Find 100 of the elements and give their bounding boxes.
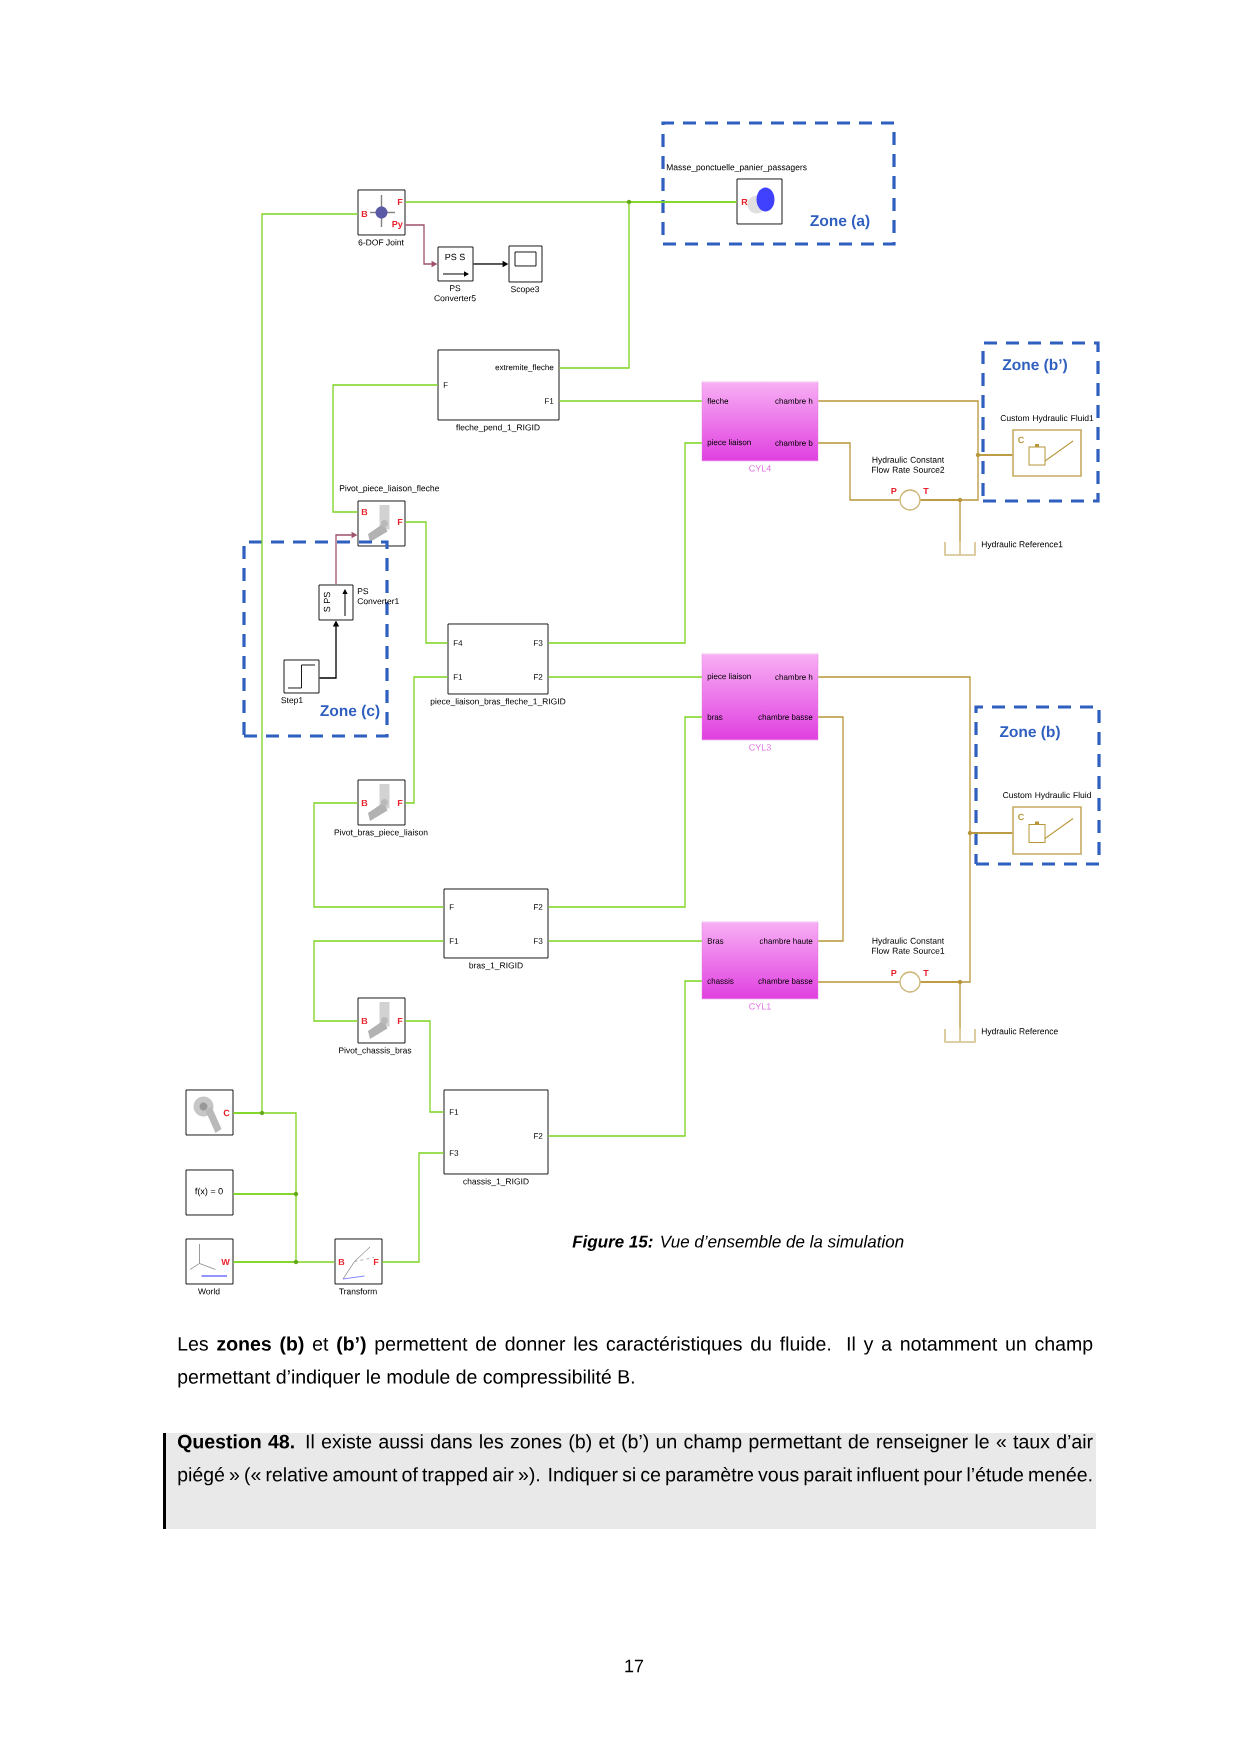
block-label: World	[198, 1288, 220, 1295]
port-label: chambre basse	[758, 714, 813, 720]
connector-line	[817, 442, 900, 501]
port-letter: F	[397, 198, 403, 206]
port-letter: B	[361, 799, 368, 807]
block-label: fleche_pend_1_RIGID	[456, 424, 540, 433]
connector-line	[817, 981, 900, 983]
port-letter: F	[397, 799, 403, 807]
port-label: F	[443, 382, 448, 388]
port-label: fleche	[707, 398, 729, 404]
port-label: piece liaison	[707, 673, 751, 681]
paragraph: Les zones (b) et (b’) permettent de donner les caractéristiques du fluide. Il y a notamment un champ permettant d’indiquer le module de compressibilité B.	[178, 1336, 1093, 1388]
block-label: chassis_1_RIGID	[463, 1178, 529, 1187]
block-label: Step1	[281, 697, 303, 705]
block-label: Pivot_piece_liaison_fleche	[339, 485, 439, 493]
block-label: CYL3	[749, 744, 771, 751]
block-label: Hydraulic Reference1	[981, 541, 1063, 549]
zone-label: Zone (c)	[320, 704, 380, 720]
connector-line	[404, 1020, 445, 1113]
port-letter: R	[741, 198, 748, 206]
block-label: PS Converter1	[357, 588, 399, 605]
block-label: Custom Hydraulic Fluid1	[1000, 414, 1094, 423]
port-label: F1	[453, 674, 463, 680]
port-letter: Py	[392, 220, 403, 229]
connector-line	[547, 716, 703, 908]
port-letter: B	[361, 210, 368, 218]
port-label: F1	[449, 938, 459, 944]
connector-line	[332, 384, 439, 513]
connector-line	[558, 400, 703, 402]
port-letter: P	[891, 969, 897, 977]
block-label: Hydraulic Constant Flow Rate Source2	[872, 456, 945, 473]
port-letter: F	[397, 1017, 403, 1025]
icon-text: S PS	[323, 592, 331, 612]
block-label: Scope3	[511, 286, 540, 294]
block-label: 6-DOF Joint	[358, 239, 404, 246]
connector-line	[547, 442, 703, 644]
caption: Figure 15: Vue d’ensemble de la simulation	[572, 1235, 904, 1251]
port-label: Bras	[707, 938, 724, 944]
zone-label: Zone (b’)	[1002, 358, 1067, 374]
block-label: Masse_ponctuelle_panier_passagers	[666, 164, 807, 172]
connector-line	[404, 521, 449, 644]
zone-label: Zone (a)	[810, 214, 870, 230]
block-label: PS Converter5	[434, 285, 476, 302]
block-label: CYL1	[749, 1003, 771, 1010]
block-label: bras_1_RIGID	[469, 962, 523, 971]
port-label: extremite_fleche	[495, 364, 554, 372]
port-label: F1	[449, 1109, 459, 1115]
port-letter: W	[221, 1258, 230, 1266]
zone-label: Zone (b)	[999, 725, 1060, 741]
question-box: Question 48. Il existe aussi dans les zones (b) et (b’) un champ permettant de renseigner le « taux d’air piégé » (« relative amount of trapped air »). Indiquer si ce paramètre vous parait influent pour l’étude menée.	[163, 1433, 1096, 1529]
port-label: F	[449, 904, 454, 910]
connector-line	[313, 940, 445, 1022]
port-letter: P	[891, 487, 897, 495]
port-label: piece liaison	[707, 439, 751, 447]
connector-line	[547, 980, 703, 1137]
block-label: Hydraulic Constant Flow Rate Source1	[872, 937, 945, 954]
connector-line	[232, 1193, 297, 1263]
port-label: chassis	[707, 978, 734, 984]
port-label: chambre b	[775, 440, 813, 446]
connector-line	[232, 1261, 336, 1263]
port-letter: B	[361, 1017, 368, 1025]
port-letter: B	[338, 1258, 345, 1266]
port-label: F2	[534, 1133, 543, 1139]
icon-text: f(x) = 0	[195, 1187, 223, 1197]
port-label: F2	[534, 674, 543, 680]
block-label: Pivot_bras_piece_liaison	[334, 829, 428, 838]
port-label: F3	[534, 640, 543, 646]
connector-line	[547, 676, 703, 678]
connector-line	[547, 940, 703, 942]
port-label: chambre haute	[759, 938, 813, 944]
port-letter: T	[923, 969, 929, 977]
connector-line	[920, 981, 961, 1030]
connector-line	[381, 1152, 445, 1263]
connector-line	[920, 499, 961, 543]
icon-text: PS S	[445, 253, 465, 261]
connector-line	[313, 802, 445, 908]
port-label: chambre h	[775, 398, 813, 404]
port-letter: C	[1018, 436, 1024, 444]
block-label: Pivot_chassis_bras	[339, 1047, 412, 1056]
block-label: CYL4	[749, 465, 771, 472]
block-label: Custom Hydraulic Fluid	[1003, 791, 1091, 800]
connector-line	[558, 201, 738, 369]
port-letter: F	[397, 518, 403, 526]
port-label: chambre basse	[758, 978, 813, 984]
port-letter: F	[373, 1258, 379, 1266]
page-number: 17	[625, 1659, 644, 1673]
port-label: chambre h	[775, 674, 813, 680]
port-label: F4	[453, 640, 463, 646]
port-label: F3	[449, 1150, 459, 1156]
port-letter: T	[923, 487, 929, 495]
block-label: Hydraulic Reference	[981, 1028, 1058, 1036]
port-label: F1	[545, 398, 554, 404]
block-label: Transform	[339, 1288, 377, 1295]
port-letter: C	[223, 1109, 230, 1117]
connector-line	[404, 676, 449, 804]
connector-line	[232, 1112, 297, 1195]
port-letter: B	[361, 508, 368, 516]
block-label: piece_liaison_bras_fleche_1_RIGID	[430, 698, 566, 707]
port-label: F2	[534, 904, 543, 910]
port-label: bras	[707, 714, 723, 720]
